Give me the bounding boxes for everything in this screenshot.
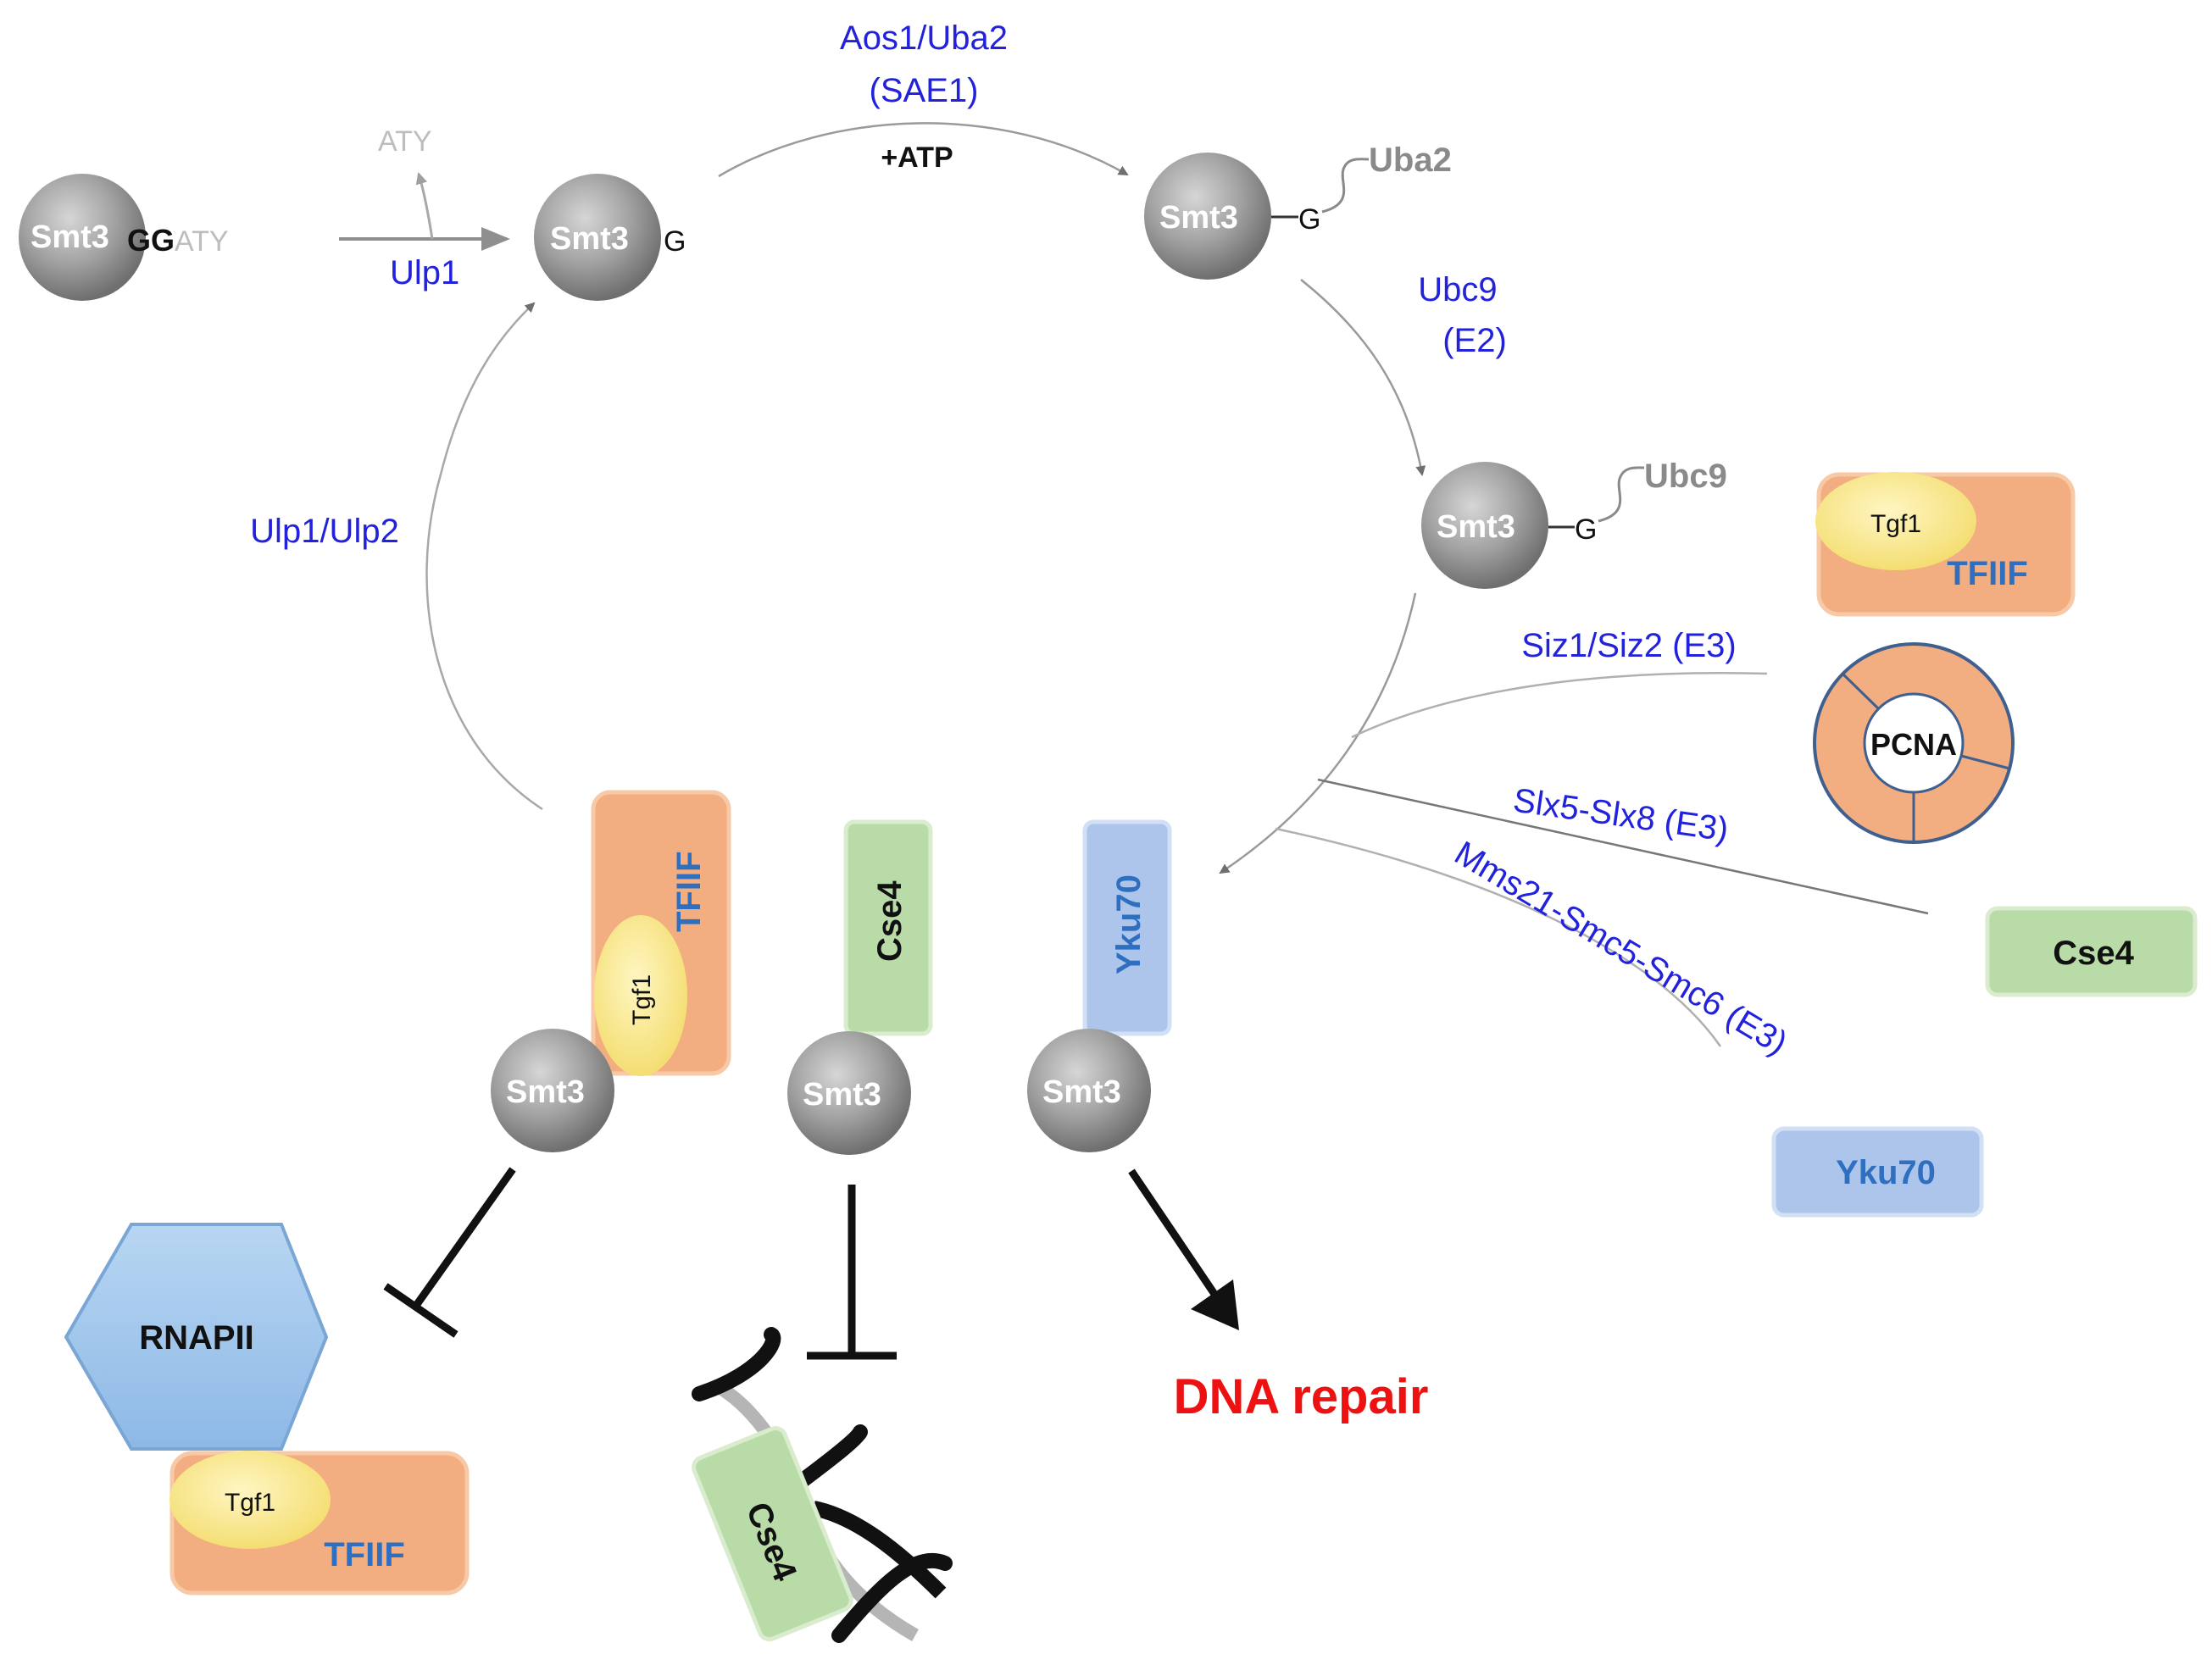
cse4-free: Cse4: [1985, 906, 2198, 997]
mms-label: Mms21-Smc5-Smc6 (E3): [1448, 835, 1793, 1063]
pcna-ring: PCNA: [1813, 642, 2015, 844]
cse4-box-sumo: [843, 819, 933, 1036]
inhibition-cse4: [807, 1185, 897, 1360]
tgf1-label-free: Tgf1: [1870, 510, 1921, 538]
tfiif-complex-free: Tgf1 TFIIF: [1815, 472, 2076, 617]
slx-connector: [1317, 778, 1929, 915]
sumoylated-tfiif: TFIIF Tgf1 Smt3: [491, 790, 731, 1152]
tgf1-label-rnapii: Tgf1: [225, 1489, 275, 1517]
smt3-label-cse4: Smt3: [803, 1077, 881, 1113]
siz-label: Siz1/Siz2 (E3): [1521, 627, 1736, 664]
yku70-free: Yku70: [1771, 1126, 1984, 1218]
ulp1-ulp2-label: Ulp1/Ulp2: [250, 513, 399, 550]
g-label-uba2: G: [1298, 203, 1320, 236]
aos1-uba2-label: Aos1/Uba2: [840, 19, 1008, 57]
tgf1-label-sumo: Tgf1: [628, 974, 656, 1025]
smt3-sphere-uba2: [1144, 153, 1271, 280]
yku70-box-free: [1771, 1126, 1984, 1218]
yku70-label-free: Yku70: [1836, 1154, 1936, 1191]
aty-tail-label: ATY: [175, 225, 229, 258]
smt3-label-mature: Smt3: [550, 221, 629, 257]
e1-arrow: [718, 122, 1129, 178]
smt3-label-uba2: Smt3: [1159, 200, 1238, 236]
uba2-label: Uba2: [1369, 142, 1452, 179]
cse4-box-dna: [692, 1426, 853, 1642]
smt3-sphere-tfiif: [491, 1029, 614, 1152]
smt3-ubc9-conjugate: Smt3 G Ubc9: [1421, 458, 1727, 589]
slx-label: Slx5-Slx8 (E3): [1511, 781, 1731, 848]
activation-dna-repair: [1128, 1168, 1239, 1330]
smt3-label-tfiif: Smt3: [506, 1074, 585, 1110]
sumoylated-yku70: Yku70 Smt3: [1027, 819, 1172, 1152]
cse4-label-sumo: Cse4: [871, 880, 909, 962]
e3-arrow: [1219, 592, 1417, 874]
yku70-label-sumo: Yku70: [1110, 874, 1148, 974]
tfiif-label-free: TFIIF: [1947, 555, 2028, 592]
smt3-mature: Smt3 G: [534, 174, 686, 301]
dna-repair-label: DNA repair: [1174, 1369, 1429, 1424]
smt3-label-ubc9: Smt3: [1437, 509, 1515, 545]
sumoylated-cse4: Cse4 Smt3: [787, 819, 933, 1155]
smt3-sphere-yku70: [1027, 1029, 1151, 1152]
smt3-uba2-conjugate: Smt3 G Uba2: [1144, 142, 1452, 280]
smt3-sphere-mature: [534, 174, 661, 301]
tfiif-label-rnapii: TFIIF: [324, 1536, 405, 1573]
ulp1-processing-arrow: ATY Ulp1: [339, 125, 510, 291]
cse4-box-free: [1985, 906, 2198, 997]
tgf1-ellipse-rnapii: [170, 1451, 331, 1549]
siz-connector: [1351, 672, 1768, 739]
smt3-precursor: Smt3 GG ATY: [19, 174, 229, 301]
g-label-ubc9: G: [1575, 513, 1597, 546]
ulp1-label: Ulp1: [390, 254, 459, 291]
tgf1-ellipse-free: [1815, 472, 1976, 570]
rnapii-label: RNAPII: [139, 1319, 254, 1357]
smt3-sphere-precursor: [19, 174, 146, 301]
gg-label: GG: [127, 223, 175, 258]
pcna-label: PCNA: [1870, 727, 1957, 762]
deconjugation-arrow: [425, 302, 543, 811]
g-label-mature: G: [664, 225, 686, 258]
ubc9-enzyme-label: Ubc9: [1418, 271, 1497, 308]
smt3-label-yku70: Smt3: [1042, 1074, 1121, 1110]
cse4-label-free: Cse4: [2053, 935, 2134, 972]
ubc9-label: Ubc9: [1644, 458, 1727, 495]
e2-label: (E2): [1442, 322, 1507, 359]
yku70-box-sumo: [1082, 819, 1172, 1036]
tfiif-label-sumo: TFIIF: [670, 851, 708, 932]
atp-label: +ATP: [881, 142, 953, 174]
inhibition-tfiif: [383, 1167, 516, 1338]
smt3-sphere-ubc9: [1421, 462, 1548, 589]
rnapii-complex: RNAPII Tgf1 TFIIF: [64, 1223, 470, 1596]
sae1-label: (SAE1): [870, 72, 979, 109]
dna-helix: Cse4: [692, 1327, 953, 1643]
smt3-sphere-cse4: [787, 1031, 911, 1155]
mms-connector: [1275, 827, 1722, 1047]
released-aty-label: ATY: [378, 125, 432, 158]
tgf1-ellipse-sumo: [594, 915, 687, 1076]
e2-arrow: [1300, 279, 1426, 476]
smt3-label-precursor: Smt3: [31, 219, 109, 255]
rnapii-hexagon: [64, 1223, 329, 1451]
